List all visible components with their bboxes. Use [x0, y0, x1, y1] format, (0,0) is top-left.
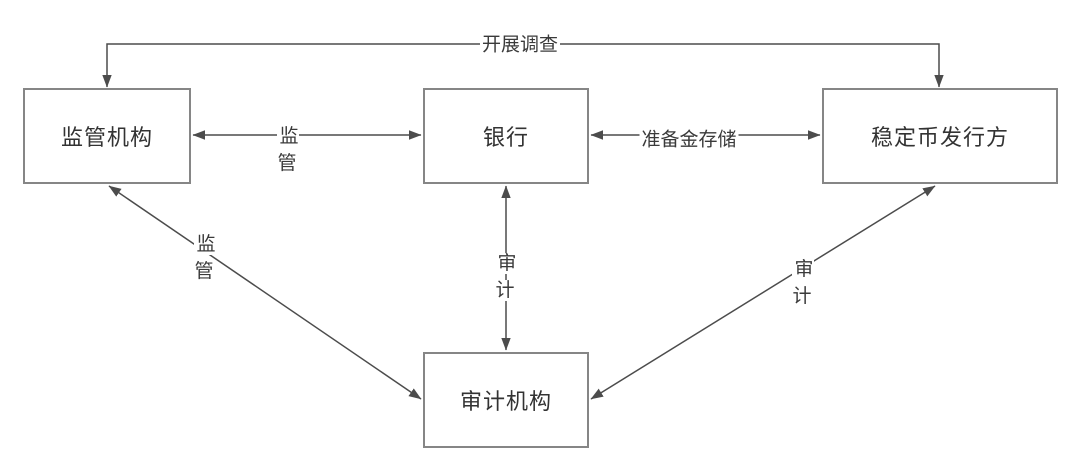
edge-audit-issuer-line	[590, 185, 936, 400]
node-bank: 银行	[423, 88, 589, 184]
node-issuer: 稳定币发行方	[822, 88, 1058, 184]
edge-label-supervision-bank: 监管	[277, 126, 299, 174]
edge-label-audit-bank: 审计	[495, 253, 517, 301]
node-bank-label: 银行	[482, 125, 529, 150]
node-auditor-label: 审计机构	[459, 389, 552, 414]
edge-label-supervision-auditor: 监管	[194, 234, 216, 282]
node-regulator: 监管机构	[23, 88, 191, 184]
edge-label-reserve-storage: 准备金存储	[639, 129, 739, 151]
edge-supervision-auditor-line	[108, 185, 422, 400]
node-regulator-label: 监管机构	[60, 125, 153, 150]
node-issuer-label: 稳定币发行方	[870, 125, 1009, 150]
edge-label-audit-issuer: 审计	[792, 259, 814, 307]
node-auditor: 审计机构	[423, 352, 589, 448]
edge-label-investigation: 开展调查	[479, 34, 561, 56]
